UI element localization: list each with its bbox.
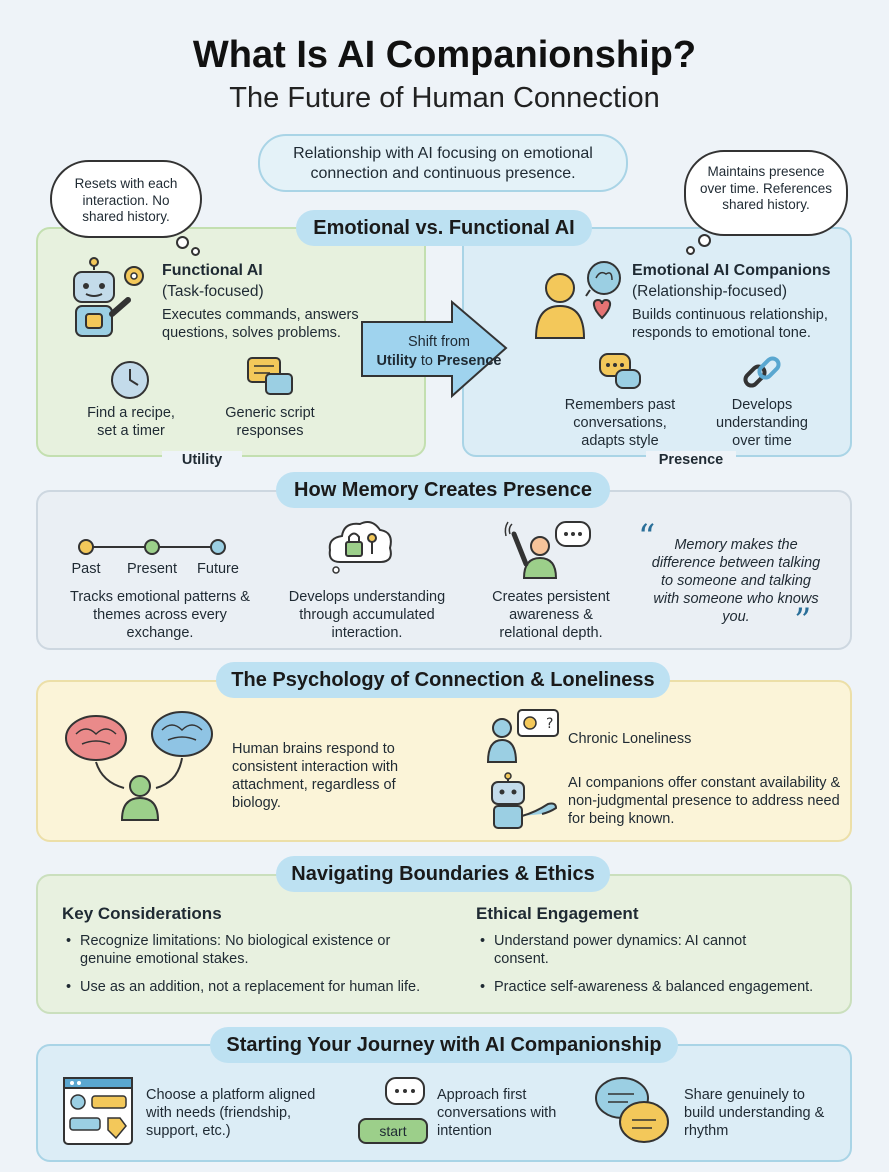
emotional-subtitle: (Relationship-focused) <box>632 283 788 300</box>
svg-text:?: ? <box>546 716 553 732</box>
shift-label-line1: Shift from <box>407 334 471 350</box>
thought-dot <box>686 246 695 255</box>
thought-dot <box>698 234 711 247</box>
psychology-panel <box>36 680 852 842</box>
clock-icon <box>111 361 149 399</box>
ethical-engagement-title: Ethical Engagement <box>476 904 639 923</box>
key-consideration-item: Recognize limitations: No biological exi… <box>62 932 442 968</box>
functional-title: Functional AI <box>162 262 263 279</box>
loneliness-label: Chronic Loneliness <box>568 731 692 747</box>
start-button[interactable]: start <box>358 1118 428 1144</box>
functional-subtitle: (Task-focused) <box>162 283 264 300</box>
memory-quote: Memory makes the difference between talk… <box>651 537 821 625</box>
shift-arrow-icon <box>361 299 508 399</box>
thought-dot <box>191 247 200 256</box>
person-speech-icon <box>504 521 591 579</box>
thought-dot <box>176 236 189 249</box>
journey-step-3: Share genuinely to build understanding &… <box>684 1087 825 1139</box>
shift-label-line2: Utility to Presence <box>366 352 512 370</box>
key-consideration-item: Use as an addition, not a replacement fo… <box>62 978 462 996</box>
shift-word-utility: Utility <box>376 353 417 369</box>
companions-text: AI companions offer constant availabilit… <box>568 775 841 827</box>
section-heading-memory: How Memory Creates Presence <box>276 472 610 508</box>
quote-close-icon: ” <box>794 601 812 641</box>
link-chain-icon <box>743 356 781 388</box>
functional-example-2: Generic script responses <box>225 405 315 439</box>
chat-dots-icon <box>599 353 641 389</box>
thought-bubble-left: Resets with each interaction. No shared … <box>50 160 202 238</box>
platform-window-icon <box>63 1077 133 1145</box>
lock-key-cloud-icon <box>328 521 392 574</box>
person-brain-heart-icon <box>534 261 621 339</box>
emotional-description: Builds continuous relationship, responds… <box>632 307 828 341</box>
memory-panel <box>36 490 852 650</box>
emotional-example-1: Remembers past conversations, adapts sty… <box>564 397 676 449</box>
robot-waving-icon <box>491 772 558 829</box>
quote-open-icon: “ <box>638 517 656 557</box>
key-considerations-title: Key Considerations <box>62 904 222 923</box>
page-subtitle: The Future of Human Connection <box>229 82 660 114</box>
shift-word-presence: Presence <box>436 353 502 369</box>
timeline-present: Present <box>127 561 177 577</box>
emotional-example-2: Develops understanding over time <box>716 397 808 449</box>
emotional-title: Emotional AI Companions <box>632 262 831 279</box>
timeline-future: Future <box>197 561 239 577</box>
conversation-bubbles-icon <box>595 1077 669 1143</box>
ethical-engagement-item: Understand power dynamics: AI cannot con… <box>476 932 796 968</box>
journey-step-1: Choose a platform aligned with needs (fr… <box>146 1087 316 1139</box>
section-heading-journey: Starting Your Journey with AI Companions… <box>210 1027 678 1063</box>
journey-step-2: Approach first conversations with intent… <box>437 1087 557 1139</box>
shift-connector: to <box>420 353 433 369</box>
section-heading-emotional-functional: Emotional vs. Functional AI <box>296 210 592 246</box>
chat-dots-icon <box>385 1077 425 1105</box>
emotional-panel <box>462 227 852 457</box>
definition-pill: Relationship with AI focusing on emotion… <box>258 134 628 192</box>
functional-example-1: Find a recipe, set a timer <box>87 405 175 439</box>
chat-bubbles-icon <box>247 357 293 395</box>
journey-panel <box>36 1044 852 1162</box>
person-question-icon: ? <box>486 709 559 763</box>
ethical-engagement-item: Practice self-awareness & balanced engag… <box>476 978 846 996</box>
page-title: What Is AI Companionship? <box>192 34 697 76</box>
timeline-past: Past <box>71 561 101 577</box>
utility-label: Utility <box>162 451 242 469</box>
robot-gear-icon <box>73 257 144 337</box>
section-heading-psychology: The Psychology of Connection & Lonelines… <box>216 662 670 698</box>
section-heading-ethics: Navigating Boundaries & Ethics <box>276 856 610 892</box>
memory-col-2: Develops understanding through accumulat… <box>288 589 446 641</box>
timeline-icon <box>78 539 226 555</box>
functional-description: Executes commands, answers questions, so… <box>162 307 359 341</box>
thought-bubble-right: Maintains presence over time. References… <box>684 150 848 236</box>
memory-col-3: Creates persistent awareness & relationa… <box>492 589 610 641</box>
memory-col-1: Tracks emotional patterns & themes acros… <box>70 589 250 641</box>
presence-label: Presence <box>646 451 736 469</box>
brains-text: Human brains respond to consistent inter… <box>232 741 399 811</box>
brains-person-icon <box>65 711 213 821</box>
